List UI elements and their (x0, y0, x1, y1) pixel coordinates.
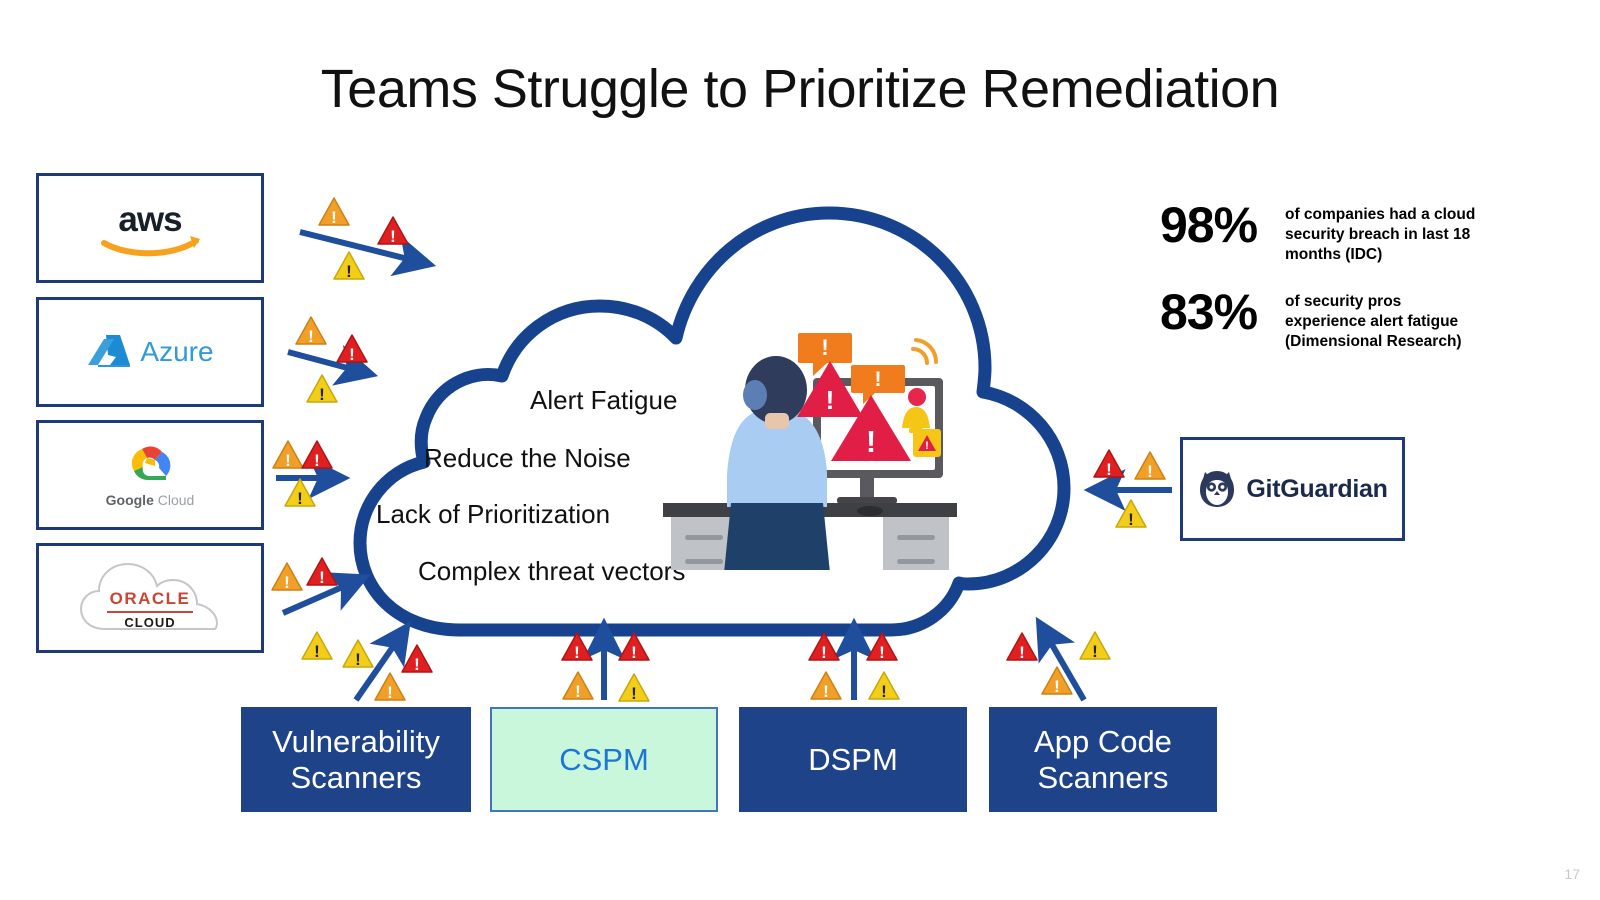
tool-label-line1: Vulnerability (272, 723, 440, 759)
tool-label-line2: Scanners (290, 759, 422, 795)
provider-box-azure[interactable]: Azure (36, 297, 264, 407)
tool-label-line1: CSPM (559, 741, 649, 777)
alert-triangle-orange (562, 671, 594, 702)
alert-triangle-orange (295, 316, 327, 347)
gitguardian-label: GitGuardian (1246, 474, 1388, 503)
provider-box-oracle-cloud[interactable]: ORACLE CLOUD (36, 543, 264, 653)
tool-box-cspm[interactable]: CSPM (490, 707, 718, 812)
svg-text:!: ! (925, 440, 929, 452)
alert-triangle-orange (271, 562, 303, 593)
alert-triangle-red (401, 644, 433, 675)
alert-triangle-red (301, 440, 333, 471)
alert-triangle-yellow (284, 478, 316, 509)
tool-label-line2: Scanners (1037, 759, 1169, 795)
alert-triangle-orange (374, 672, 406, 703)
oracle-divider (107, 611, 193, 613)
alert-speech-bubble-1: ! (798, 333, 852, 376)
page-title: Teams Struggle to Prioritize Remediation (320, 59, 1280, 119)
stat-percent: 98% (1160, 197, 1258, 253)
vendor-box-gitguardian[interactable]: GitGuardian (1180, 437, 1405, 541)
azure-label: Azure (140, 336, 214, 367)
azure-logo (88, 335, 131, 367)
svg-text:aws: aws (118, 200, 182, 239)
tool-label-line1: App Code (1034, 723, 1172, 759)
tool-box-vulnerability-scanners[interactable]: Vulnerability Scanners (241, 707, 471, 812)
alert-triangle-orange (810, 671, 842, 702)
person-at-desk-illustration: ! ! ! ! ! (663, 333, 957, 570)
svg-text:!: ! (821, 335, 828, 360)
cloud-label-reduce-noise: Reduce the Noise (424, 443, 631, 473)
provider-box-aws[interactable]: aws aws (36, 173, 264, 283)
alert-triangle-yellow (306, 374, 338, 405)
oracle-cloud-outline-icon (79, 562, 219, 630)
alert-triangle-screen-2: ! (831, 395, 911, 461)
person-figure (724, 356, 830, 570)
cloud-label-alert-fatigue: Alert Fatigue (530, 385, 678, 415)
google-cloud-label-bold: Google (105, 491, 154, 508)
alert-triangle-orange (1041, 666, 1073, 697)
google-cloud-logo (131, 445, 171, 480)
tool-box-dspm[interactable]: DSPM (739, 707, 967, 812)
cloud-label-complex-threats: Complex threat vectors (418, 556, 686, 586)
alert-triangle-orange (1134, 451, 1166, 482)
svg-text:!: ! (866, 424, 876, 459)
alert-triangle-screen-1: ! (797, 361, 863, 417)
alert-triangle-red (306, 557, 338, 588)
stat-row-98: 98% of companies had a cloud security br… (1160, 196, 1485, 264)
oracle-sublabel: CLOUD (124, 614, 176, 630)
alert-triangle-yellow (868, 671, 900, 702)
wifi-icon (911, 338, 939, 365)
gitguardian-owl-logo (1200, 471, 1235, 507)
stat-description: of companies had a cloud security breach… (1285, 206, 1476, 263)
cloud-label-lack-prioritization: Lack of Prioritization (376, 499, 611, 529)
stat-description: of security pros experience alert fatigu… (1285, 293, 1462, 350)
alert-triangle-orange (272, 440, 304, 471)
aws-logo: aws (101, 200, 200, 257)
svg-text:!: ! (875, 368, 882, 391)
stat-row-83: 83% of security pros experience alert fa… (1160, 283, 1485, 351)
provider-box-google-cloud[interactable]: Google Cloud (36, 420, 264, 530)
tool-label-line1: DSPM (808, 741, 898, 777)
alert-triangle-yellow (618, 673, 650, 704)
alert-badge-small: ! (913, 429, 941, 457)
oracle-label: ORACLE (109, 589, 191, 608)
svg-text:!: ! (826, 385, 835, 415)
tool-box-app-code-scanners[interactable]: App Code Scanners (989, 707, 1217, 812)
alert-triangle-yellow (301, 631, 333, 662)
stat-percent: 83% (1160, 284, 1258, 340)
google-cloud-label-light: Cloud (157, 491, 195, 508)
page-number: 17 (1564, 866, 1580, 882)
